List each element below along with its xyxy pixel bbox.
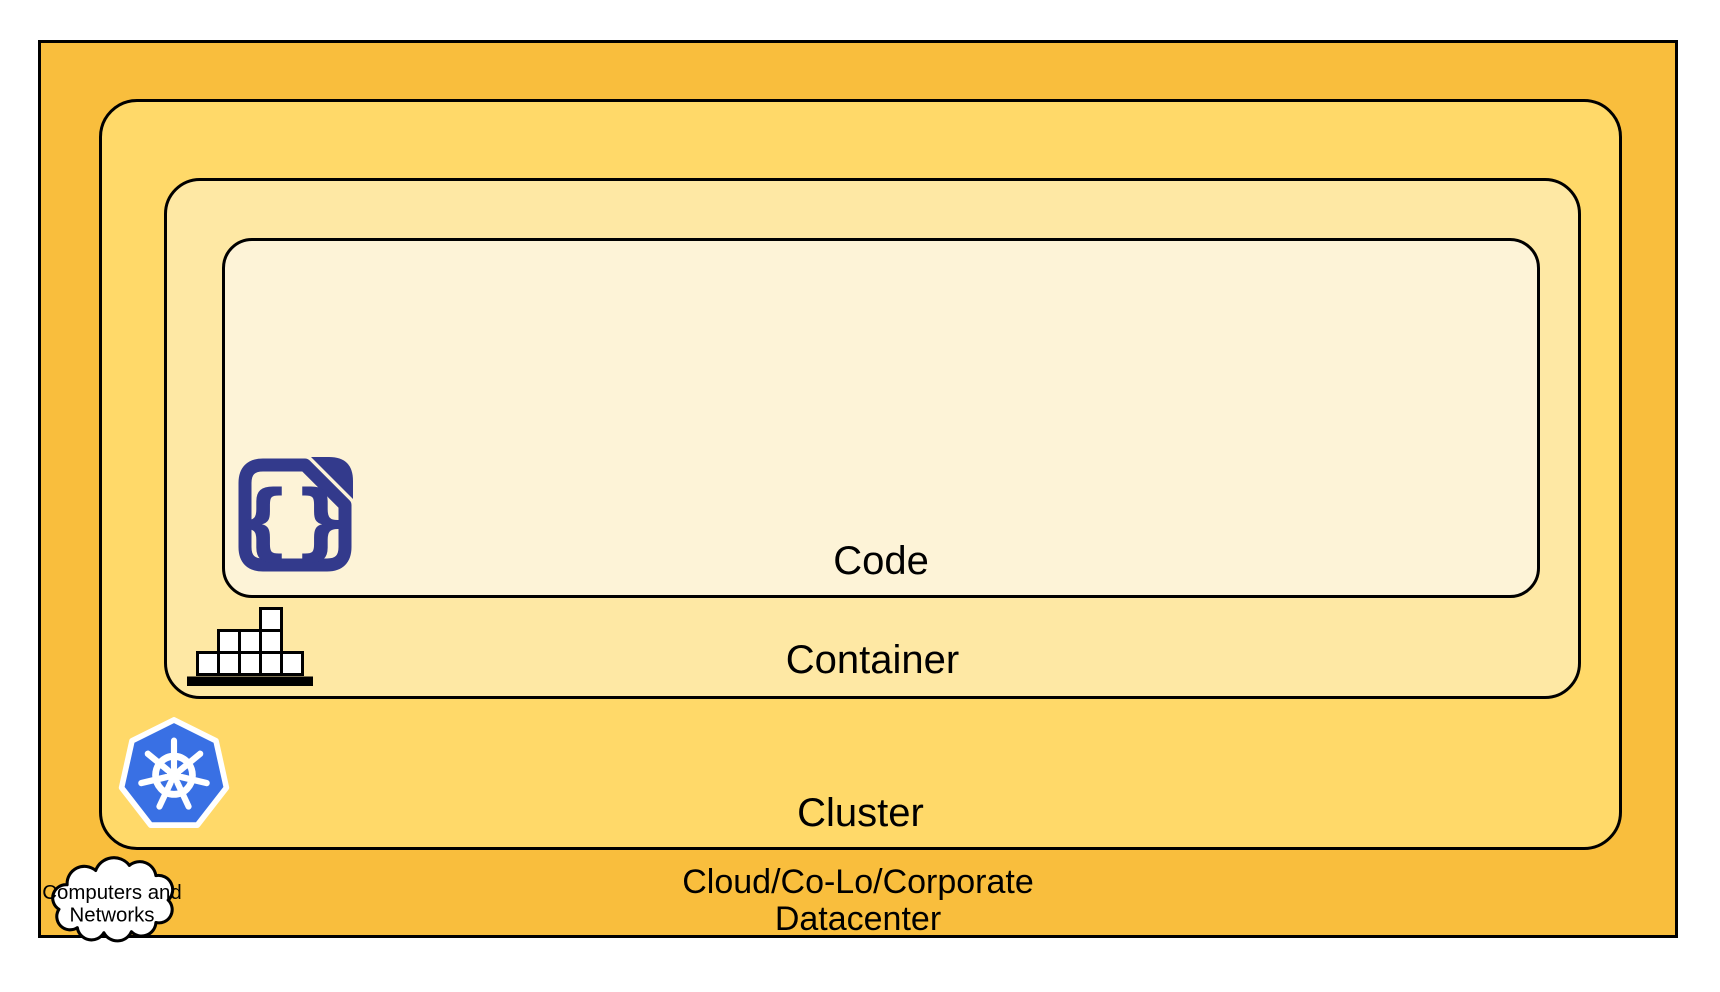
datacenter-label-line1: Cloud/Co-Lo/Corporate — [682, 863, 1034, 901]
cloud-outline — [51, 856, 175, 943]
container-box — [280, 651, 304, 676]
kubernetes-helm-wheel — [138, 737, 210, 810]
code-braces-glyph: {} — [235, 474, 350, 569]
container-label: Container — [785, 638, 960, 682]
cluster-label: Cluster — [797, 791, 924, 835]
code-label: Code — [833, 539, 929, 583]
kubernetes-hub — [166, 767, 182, 783]
cloud-icon: Computers and Networks — [42, 856, 182, 943]
code-file-fold-corner — [311, 457, 353, 499]
code-file-outline — [238, 458, 352, 572]
datacenter-label-line2: Datacenter — [774, 900, 942, 938]
datacenter-label: Cloud/Co-Lo/Corporate Datacenter — [38, 864, 1678, 938]
code-file-icon: {} — [235, 457, 353, 572]
cloud-text-line2: Networks — [70, 905, 155, 927]
container-base-bar — [187, 676, 313, 686]
container-box — [259, 607, 283, 632]
kubernetes-icon — [118, 717, 230, 829]
cloud-text-line1: Computers and — [42, 882, 181, 904]
container-stack-icon — [187, 607, 313, 686]
code-layer-box — [222, 238, 1540, 598]
